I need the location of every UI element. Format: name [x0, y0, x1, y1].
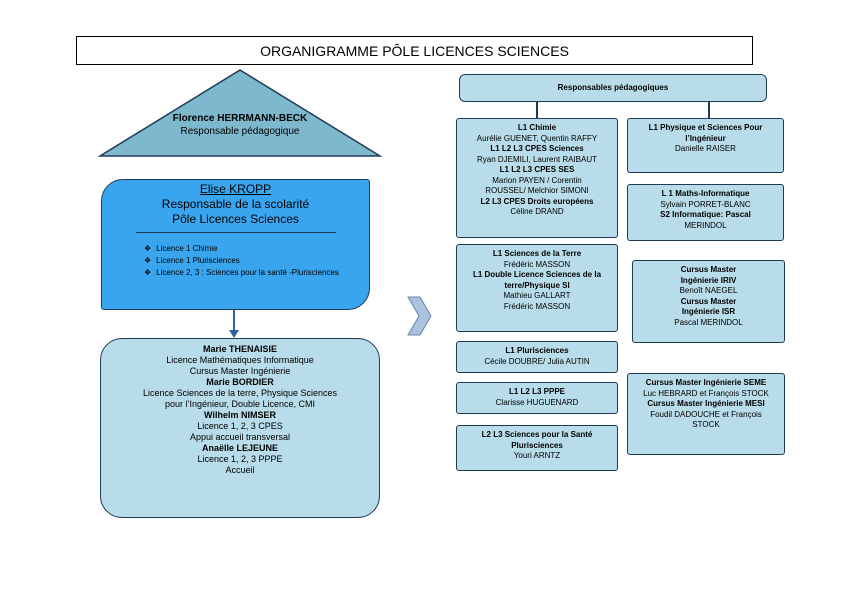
head-text: Florence HERRMANN-BECK Responsable pédag… — [130, 112, 350, 139]
box-line: terre/Physique SI — [504, 280, 570, 290]
box-line: Benoît NAEGEL — [679, 286, 738, 295]
staff-line: Licence Sciences de la terre, Physique S… — [142, 388, 338, 398]
box-line: Mathieu GALLART — [503, 291, 571, 300]
head-shape — [97, 69, 383, 157]
resp-box-sciences-terre: L1 Sciences de la Terre Frédéric MASSON … — [456, 244, 618, 332]
box-line: Plurisciences — [511, 440, 563, 450]
connector-arrowhead — [229, 330, 239, 338]
staff-name: Wilhelm NIMSER — [204, 410, 276, 420]
head-name: Florence HERRMANN-BECK — [172, 113, 308, 124]
box-line: Cécile DOUBRE/ Julia AUTIN — [484, 356, 590, 366]
box-line: l’Ingénieur — [685, 133, 726, 143]
scolarite-role-2: Pôle Licences Sciences — [172, 212, 299, 226]
resp-box-plurisciences: L1 Plurisciences Cécile DOUBRE/ Julia AU… — [456, 341, 618, 373]
scolarite-list: Licence 1 Chimie Licence 1 Plurisciences… — [144, 243, 369, 279]
staff-name: Marie THENAISIE — [202, 344, 278, 354]
page-title: ORGANIGRAMME PÔLE LICENCES SCIENCES — [76, 36, 753, 65]
box-line: Foudil DADOUCHE et François — [650, 409, 762, 419]
head-role: Responsable pédagogique — [180, 126, 300, 137]
box-line: Cursus Master — [680, 296, 737, 306]
box-line: Pascal MERINDOL — [674, 317, 743, 327]
resp-box-physique-si: L1 Physique et Sciences Pour l’Ingénieur… — [627, 118, 784, 173]
staff-name: Anaëlle LEJEUNE — [201, 443, 279, 453]
box-line: L1 Physique et Sciences Pour — [648, 123, 763, 132]
box-line: Cursus Master — [680, 265, 737, 274]
staff-line: Accueil — [225, 465, 255, 475]
box-line: Ingénierie ISR — [681, 307, 736, 316]
box-line: Danielle RAISER — [675, 144, 736, 153]
resp-box-sante: L2 L3 Sciences pour la Santé Pluriscienc… — [456, 425, 618, 471]
box-line: Clarisse HUGUENARD — [495, 397, 579, 407]
box-line: L1 L2 L3 PPPE — [508, 387, 566, 396]
box-line: MERINDOL — [684, 220, 727, 230]
box-line: L2 L3 CPES Droits européens — [480, 196, 594, 206]
box-line: Cursus Master Ingénierie SEME — [645, 378, 767, 387]
box-line: Ryan DJEMILI, Laurent RAIBAUT — [476, 154, 598, 164]
box-line: Ingénierie IRIV — [680, 275, 737, 285]
scolarite-name: Elise KROPP — [199, 182, 272, 196]
box-line: Sylvain PORRET-BLANC — [660, 199, 751, 209]
staff-line: Licence Mathématiques Informatique — [166, 355, 314, 365]
box-line: Youri ARNTZ — [513, 451, 561, 460]
box-line: L1 L2 L3 CPES Sciences — [490, 144, 584, 153]
box-line: STOCK — [692, 420, 720, 429]
scolarite-divider — [135, 232, 336, 233]
list-item: Licence 2, 3 : Sciences pour la santé -P… — [144, 267, 369, 279]
box-line: L2 L3 Sciences pour la Santé — [481, 430, 593, 439]
list-item: Licence 1 Plurisciences — [144, 255, 369, 267]
scolarite-role-1: Responsable de la scolarité — [161, 197, 310, 211]
box-line: L1 Plurisciences — [505, 346, 569, 355]
staff-box: Marie THENAISIE Licence Mathématiques In… — [100, 338, 380, 518]
resp-box-pppe: L1 L2 L3 PPPE Clarisse HUGUENARD — [456, 382, 618, 414]
staff-line: Licence 1, 2, 3 CPES — [197, 421, 283, 431]
title-text: ORGANIGRAMME PÔLE LICENCES SCIENCES — [260, 42, 569, 59]
box-line: Marion PAYEN / Corentin — [492, 175, 582, 185]
box-line: L1 Chimie — [517, 123, 557, 132]
box-line: S2 Informatique: Pascal — [660, 210, 751, 219]
resp-box-cmi-seme-mesi: Cursus Master Ingénierie SEME Luc HEBRAR… — [627, 373, 785, 455]
staff-line: Cursus Master Ingénierie — [189, 366, 291, 376]
resp-box-cmi-iriv-isr: Cursus Master Ingénierie IRIV Benoît NAE… — [632, 260, 785, 343]
box-line: Cursus Master Ingénierie MESI — [647, 399, 765, 408]
responsables-header-text: Responsables pédagogiques — [557, 82, 669, 92]
scolarite-box: Elise KROPP Responsable de la scolarité … — [101, 179, 370, 310]
box-line: L1 Sciences de la Terre — [492, 249, 582, 258]
resp-box-chimie-cpes: L1 Chimie Aurélie GUENET, Quentin RAFFY … — [456, 118, 618, 238]
box-line: Luc HEBRARD et François STOCK — [643, 388, 769, 398]
box-line: L 1 Maths-Informatique — [661, 189, 750, 198]
box-line: Céline DRAND — [510, 207, 564, 216]
box-line: Frédéric MASSON — [503, 301, 571, 311]
box-line: Aurélie GUENET, Quentin RAFFY — [476, 133, 598, 143]
box-line: Frédéric MASSON — [503, 259, 571, 269]
responsables-header: Responsables pédagogiques — [459, 74, 767, 102]
box-line: L1 L2 L3 CPES SES — [499, 165, 575, 174]
staff-name: Marie BORDIER — [206, 377, 274, 387]
box-line: ROUSSEL/ Melchior SIMONI — [485, 186, 589, 195]
staff-line: Appui accueil transversal — [189, 432, 291, 442]
resp-box-maths-info: L 1 Maths-Informatique Sylvain PORRET-BL… — [627, 184, 784, 241]
box-line: L1 Double Licence Sciences de la — [472, 270, 602, 279]
list-item: Licence 1 Chimie — [144, 243, 369, 255]
chevron-arrow-icon — [407, 296, 432, 336]
staff-line: Licence 1, 2, 3 PPPE — [197, 454, 283, 464]
staff-line: pour l’Ingénieur, Double Licence, CMI — [164, 399, 316, 409]
